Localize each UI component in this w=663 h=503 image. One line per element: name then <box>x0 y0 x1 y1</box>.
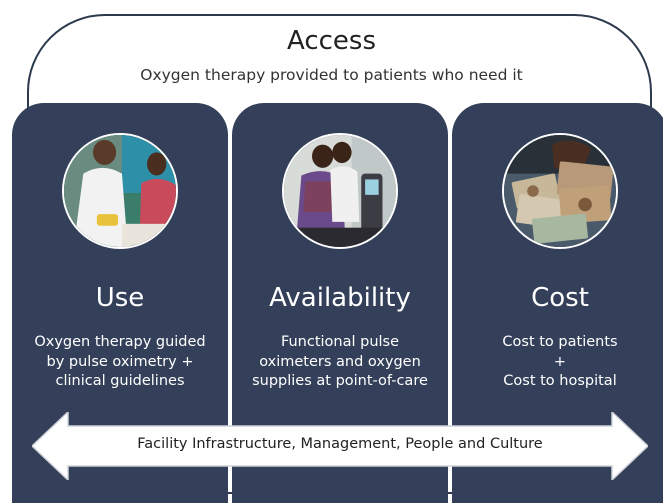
nurse-pulse-oximeter-photo <box>62 133 178 249</box>
foundation-double-arrow: Facility Infrastructure, Management, Peo… <box>32 412 648 480</box>
pillar-cost-title: Cost <box>531 283 589 313</box>
access-title: Access <box>286 26 376 56</box>
pillar-use-description: Oxygen therapy guided by pulse oximetry … <box>34 334 206 389</box>
access-subtitle: Oxygen therapy provided to patients who … <box>140 66 523 84</box>
technicians-equipment-photo <box>282 133 398 249</box>
banknotes-photo <box>502 133 618 249</box>
pillar-use-title: Use <box>95 283 145 313</box>
pillar-cost-description: Cost to patients + Cost to hospital <box>502 334 618 389</box>
pillar-availability-title: Availability <box>269 283 411 313</box>
foundation-label: Facility Infrastructure, Management, Peo… <box>137 436 543 452</box>
pillar-availability-description: Functional pulse oximeters and oxygen su… <box>252 334 428 389</box>
